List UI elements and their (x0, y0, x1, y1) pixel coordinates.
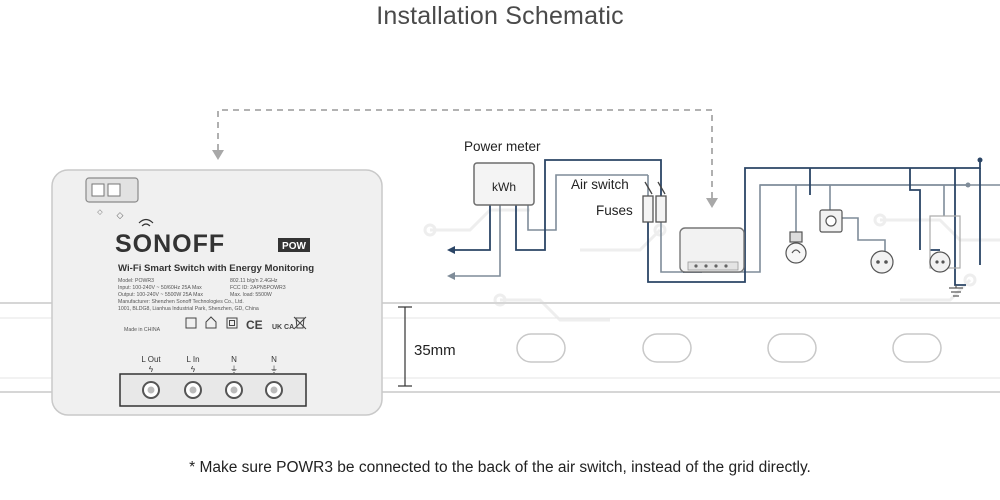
certification-marks: CE UK CA (185, 316, 307, 332)
pow-badge (278, 238, 310, 252)
terminal-symbol: ϟ (191, 365, 196, 374)
wire-arrow (447, 246, 455, 254)
terminal-label-n: N (231, 355, 237, 364)
rail-slot (767, 333, 817, 363)
outlet-panel-icon (929, 215, 961, 273)
terminal-label-l-out: L Out (141, 355, 161, 364)
spec-line: Model: POWR3 (118, 278, 154, 284)
spec-line: Made in CHINA (124, 327, 161, 333)
wiring-schematic: Power meter Air switch Fuses (447, 139, 1000, 297)
terminal-symbol: ⏚ (230, 365, 238, 374)
terminal-symbol: ϟ (149, 365, 154, 374)
spec-text-left: Model: POWR3 Input: 100-240V ~ 50/60Hz 2… (118, 278, 259, 333)
wire-arrow (447, 272, 455, 280)
air-switch-label: Air switch (571, 177, 629, 192)
light-bulb-icon (785, 231, 807, 264)
kwh-meter (473, 162, 535, 206)
spec-line: 1001, BLDG8, Lianhua Industrial Park, Sh… (118, 306, 259, 312)
double-insulation-icon (226, 317, 238, 329)
rail-slot (516, 333, 566, 363)
spec-line: Output: 100-240V ~ 5500W 25A Max (118, 292, 203, 298)
live-wires (454, 159, 981, 286)
dimension-marker (398, 306, 412, 387)
fuse (642, 195, 654, 223)
socket-icon (870, 250, 894, 274)
home-icon (205, 316, 217, 329)
installation-note: * Make sure POWR3 be connected to the ba… (189, 459, 811, 476)
svg-text:◇: ◇ (117, 210, 124, 220)
spec-line: Max. load: 5500W (230, 292, 272, 298)
dimension-label: 35mm (414, 342, 456, 359)
dashed-connection-arrow (212, 109, 718, 208)
brand-logo: SONOFF (115, 230, 225, 258)
power-meter-label: Power meter (464, 139, 541, 154)
page-title: Installation Schematic (376, 2, 624, 30)
terminal-label-l-in: L In (186, 355, 199, 364)
fuses-label: Fuses (596, 203, 633, 218)
warning-icon (185, 317, 197, 329)
spec-text-right: 802.11 b/g/n 2.4GHz FCC ID: 2APN5POWR3 M… (230, 278, 286, 298)
circuit-decoration (63, 208, 1000, 322)
ukca-mark: UK CA (272, 324, 294, 331)
kwh-label: kWh (492, 180, 516, 194)
spec-line: Manufacturer: Shenzhen Sonoff Technologi… (118, 299, 244, 305)
wall-switch-icon (819, 209, 843, 233)
terminal-labels: L Out ϟ L In ϟ N ⏚ N ⏚ (141, 355, 278, 374)
schematic-powr3 (679, 227, 745, 273)
device-subtitle: Wi-Fi Smart Switch with Energy Monitorin… (118, 263, 314, 274)
svg-text:◇: ◇ (97, 209, 103, 216)
spec-line: FCC ID: 2APN5POWR3 (230, 285, 286, 291)
rail-slot (892, 333, 942, 363)
rail-slot (642, 333, 692, 363)
pow-badge-label: POW (282, 241, 306, 252)
powr3-device: ◇ ◇ SONOFF POW Wi-Fi Smart Switch with E… (51, 169, 383, 416)
ground-icon (949, 285, 963, 297)
terminal-label-n: N (271, 355, 277, 364)
fuse (655, 195, 667, 223)
spec-line: Input: 100-240V ~ 50/60Hz 25A Max (118, 285, 202, 291)
air-switch (644, 181, 666, 195)
spec-line: 802.11 b/g/n 2.4GHz (230, 278, 278, 284)
terminal-symbol: ⏚ (270, 365, 278, 374)
ce-mark: CE (246, 318, 263, 332)
weee-bin-icon (293, 316, 307, 330)
wifi-icon (138, 218, 154, 227)
neutral-wires (454, 174, 1000, 277)
